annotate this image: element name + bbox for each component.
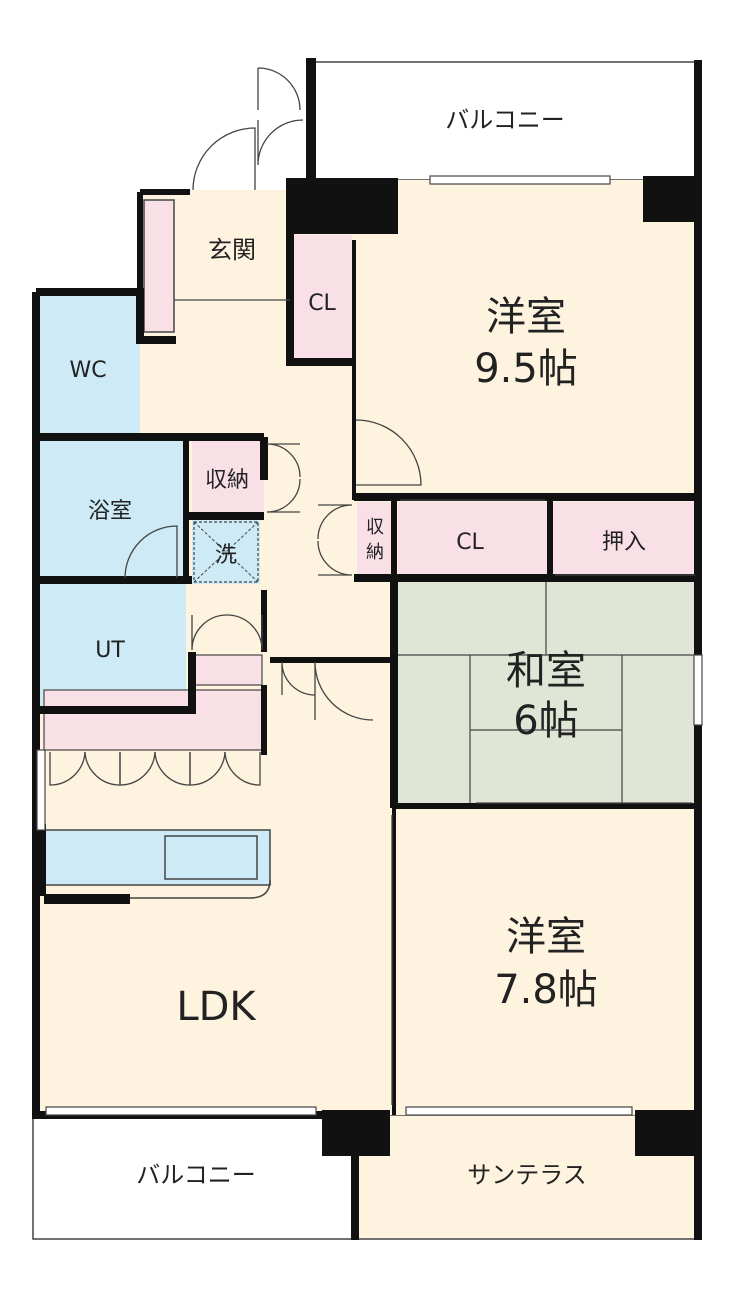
label-western-1-size: 9.5帖	[474, 346, 578, 392]
bath-room	[36, 437, 186, 580]
label-entrance: 玄関	[208, 236, 256, 264]
japanese-room-floor	[396, 580, 698, 805]
label-storage-1: 収納	[205, 468, 249, 493]
label-cl-entrance: CL	[308, 291, 336, 316]
label-japanese-size: 6帖	[513, 698, 578, 744]
pillar	[635, 1110, 700, 1156]
counter-edge	[44, 879, 271, 899]
cl-2-area	[398, 502, 548, 576]
pillar	[286, 178, 398, 234]
sink	[164, 835, 258, 880]
tatami-lines	[396, 580, 698, 805]
windows	[36, 175, 703, 1116]
label-storage-2-line2: 納	[366, 542, 384, 563]
label-balcony-top: バルコニー	[445, 106, 565, 134]
ldk-closet	[43, 689, 265, 751]
label-western-2-size: 7.8帖	[494, 967, 598, 1013]
storage-2-area	[357, 502, 394, 576]
label-ut: UT	[95, 638, 125, 663]
pillar	[643, 176, 700, 222]
pillar	[44, 894, 130, 904]
label-bath: 浴室	[88, 499, 132, 524]
label-western-2-name: 洋室	[506, 914, 586, 960]
label-japanese-name: 和室	[506, 648, 586, 694]
pillar	[36, 824, 46, 896]
ut-closet	[191, 654, 263, 686]
pillar	[306, 58, 316, 184]
cl-entrance-area	[290, 235, 352, 360]
label-western-1-name: 洋室	[486, 294, 566, 340]
label-sun-terrace: サンテラス	[467, 1161, 587, 1189]
balcony-top	[312, 61, 699, 181]
label-balcony-bottom: バルコニー	[136, 1161, 256, 1189]
label-storage-2-line1: 収	[366, 517, 384, 538]
ut-room	[36, 580, 186, 710]
label-cl-2: CL	[456, 530, 484, 555]
balcony-bottom	[32, 1114, 356, 1240]
label-washer: 洗	[215, 543, 237, 568]
label-oshiire: 押入	[602, 530, 646, 555]
wc-room	[36, 295, 140, 437]
label-ldk: LDK	[176, 984, 257, 1030]
storage-1-area	[192, 440, 264, 515]
pillar	[322, 1110, 390, 1156]
oshiire-area	[552, 502, 698, 576]
washer-outline	[193, 521, 259, 583]
entrance-shoe-closet	[143, 199, 175, 333]
doors	[49, 67, 695, 1105]
label-wc: WC	[69, 358, 106, 383]
